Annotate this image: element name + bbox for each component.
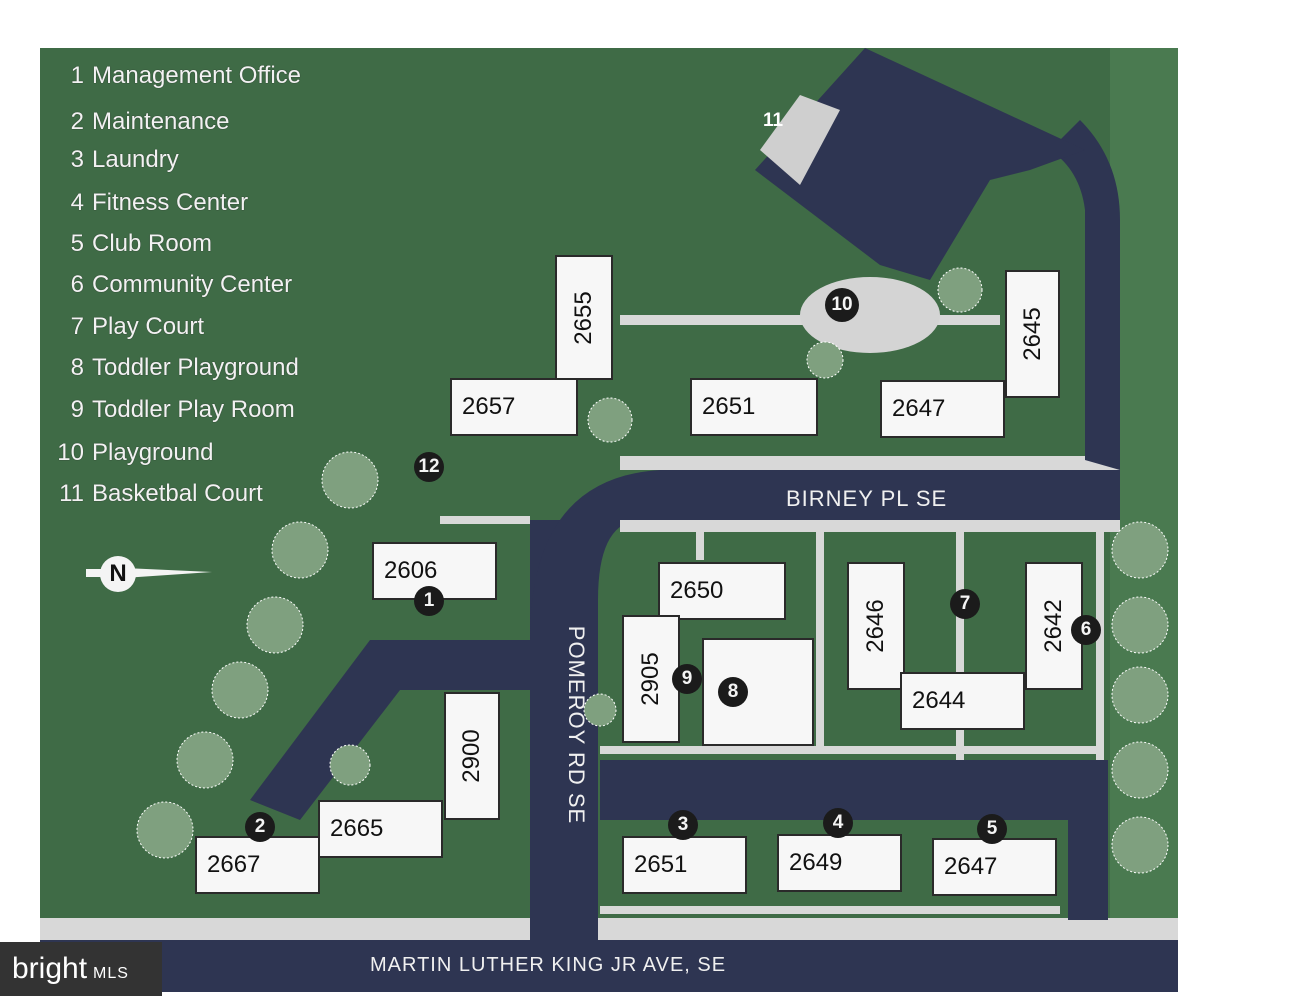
marker-playground: 10 [825,288,859,322]
basketball-court [760,95,840,185]
birney-sidewalk-top [620,456,1120,470]
building-2647-north: 2647 [880,380,1005,438]
legend-num: 6 [70,271,84,298]
legend-num: 11 [59,480,84,507]
marker-management-office: 1 [414,586,444,616]
marker-maintenance: 2 [245,812,275,842]
building-2651-north: 2651 [690,378,818,436]
mlk-sidewalk [40,918,1178,940]
building-label: 2651 [702,393,756,420]
building-2649: 2649 [777,834,902,892]
building-2651-south: 2651 [622,836,747,894]
marker-toddler-play-room: 9 [672,664,702,694]
building-label: 2655 [570,290,597,345]
street-mlk: MARTIN LUTHER KING JR AVE, SE [370,954,727,976]
legend-item: 7 Play Court [44,313,204,341]
legend-item: 6 Community Center [44,271,292,299]
compass-label: N [100,556,136,592]
building-2657: 2657 [450,378,578,436]
building-2645: 2645 [1005,270,1060,398]
legend-label: Club Room [92,230,213,257]
marker-community-center: 6 [1071,615,1101,645]
building-label: 2642 [1040,599,1067,653]
building-label: 2647 [944,853,998,880]
building-label: 2606 [384,557,438,584]
legend-num: 5 [70,230,84,257]
legend-label: Fitness Center [92,189,249,216]
building-label: 2647 [892,395,946,422]
building-label: 2645 [1018,307,1046,361]
building-label: 2649 [789,849,843,876]
legend-num: 8 [70,354,84,381]
building-label: 2651 [634,851,688,878]
building-2646: 2646 [847,562,905,690]
street-birney: BIRNEY PL SE [786,486,948,511]
west-driveway [250,640,530,820]
marker-toddler-playground: 8 [718,677,748,707]
marker-fitness-center: 4 [823,808,853,838]
legend-label: Community Center [92,271,293,298]
building-2900: 2900 [444,692,500,820]
marker-play-court: 7 [950,589,980,619]
legend-item: 3 Laundry [44,146,179,174]
legend-num: 2 [70,108,84,135]
legend-label: Playground [92,439,214,466]
brand-name: bright [12,952,88,985]
legend-item: 9 Toddler Play Room [44,396,295,424]
street-pomeroy: POMEROY RD SE [564,625,589,825]
building-label: 2665 [330,815,384,842]
birney-road [530,470,1120,640]
legend-num: 1 [70,62,84,89]
legend-num: 9 [70,396,84,423]
legend-label: Laundry [92,146,179,173]
brand-suffix: MLS [93,965,129,982]
marker-12: 12 [414,452,444,482]
legend-label: Play Court [92,313,205,340]
bright-mls-logo: bright MLS [0,942,162,996]
building-2665: 2665 [318,800,443,858]
legend-label: Management Office [92,62,302,89]
legend-label: Toddler Play Room [92,396,295,423]
building-label: 2900 [458,729,485,783]
east-road [1050,120,1120,470]
legend-num: 7 [70,313,84,340]
building-2655: 2655 [555,255,613,380]
north-arrow-icon [86,568,212,578]
building-label: 2646 [862,599,889,653]
east-lower-road [1068,760,1108,920]
birney-sidewalk-bottom [620,520,1120,532]
legend-item: 2 Maintenance [44,108,230,136]
legend-item: 5 Club Room [44,230,212,258]
mlk-avenue-road [40,940,1178,992]
building-label: 2667 [207,851,261,878]
trees [136,267,1169,874]
building-label: 2905 [637,652,664,706]
building-2644: 2644 [900,672,1025,730]
legend-item: 1 Management Office [44,62,301,90]
legend-item: 4 Fitness Center [44,189,248,217]
legend-item: 8 Toddler Playground [44,354,299,382]
legend-item: 11 Basketbal Court [44,480,263,508]
building-label: 2644 [912,687,966,714]
legend-label: Basketbal Court [92,480,263,507]
legend-num: 4 [70,189,84,216]
building-label: 2650 [670,577,724,604]
building-2650: 2650 [658,562,786,620]
marker-laundry: 3 [668,810,698,840]
playground-area [800,277,940,353]
legend-item: 10 Playground [44,439,213,467]
building-2647-south: 2647 [932,838,1057,896]
building-2667: 2667 [195,836,320,894]
marker-basketball-court: 11 [762,110,784,131]
building-label: 2657 [462,393,516,420]
legend-num: 10 [57,439,84,466]
legend-num: 3 [70,146,84,173]
marker-club-room: 5 [977,814,1007,844]
legend-label: Toddler Playground [92,354,299,381]
legend-label: Maintenance [92,108,230,135]
top-parking-lot [755,48,1085,280]
